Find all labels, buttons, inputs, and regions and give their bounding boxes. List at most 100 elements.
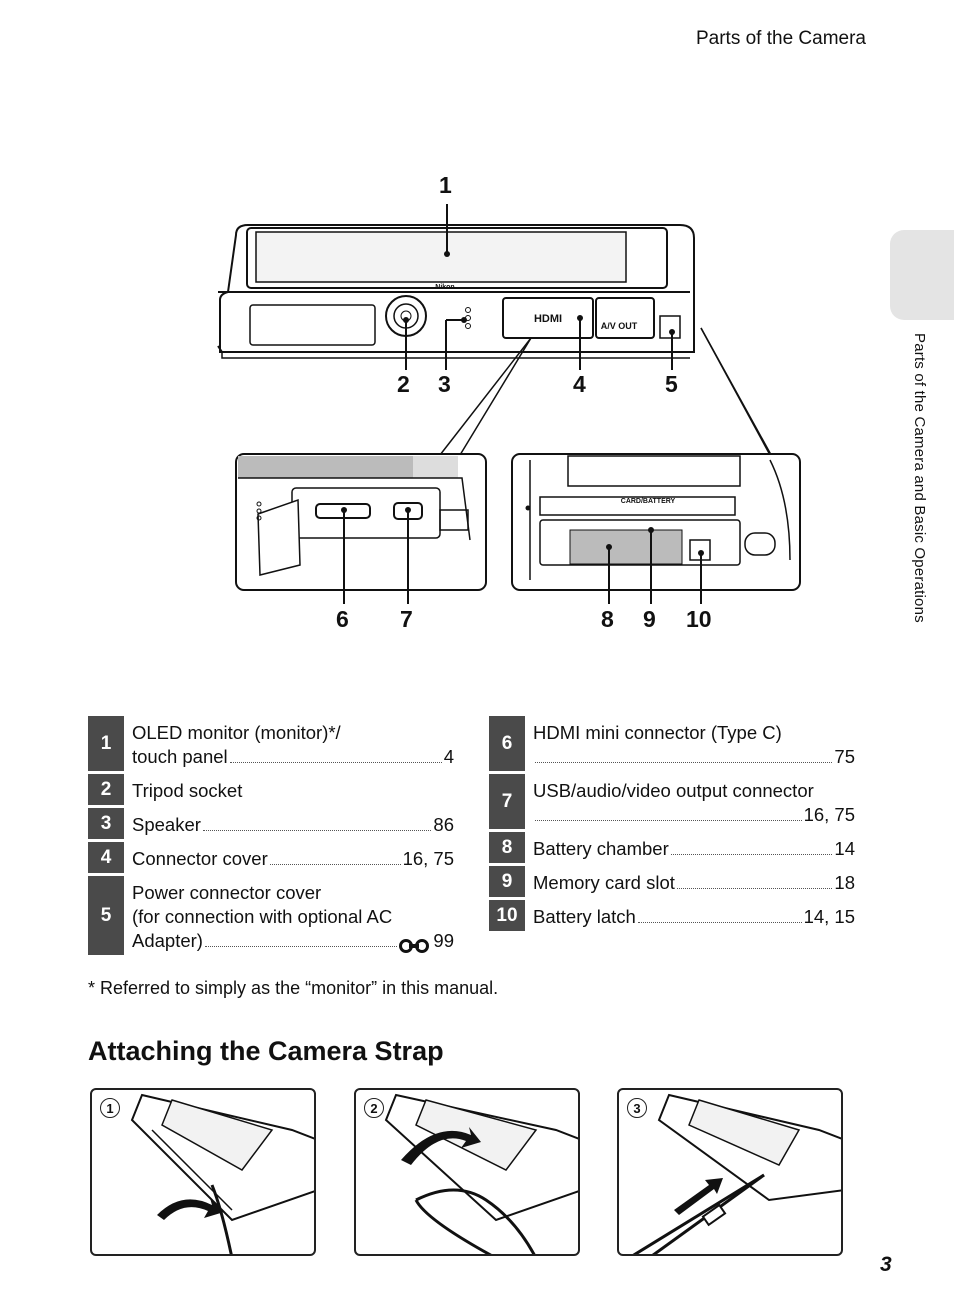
legend-label: Tripod socket [132,780,243,801]
legend-row: 5 Power connector cover (for connection wi… [88,876,454,958]
legend-text: HDMI mini connector (Type C) 75 [525,716,855,774]
legend-page-ref: 14, 15 [803,906,855,927]
legend-number: 1 [88,716,124,774]
legend-label: OLED monitor (monitor)*/ [132,722,341,743]
legend-line: 75 [533,745,855,769]
legend-label: Battery latch [533,906,636,927]
legend-label: (for connection with optional AC [132,906,393,927]
dot-leader [535,820,802,821]
legend-page-ref: 18 [834,872,855,893]
callout-7: 7 [400,606,413,632]
legend-text: Battery latch 14, 15 [525,900,855,934]
strap-step-3: 3 [617,1088,843,1256]
section-title: Attaching the Camera Strap [88,1036,444,1066]
legend-text: Tripod socket [124,774,454,808]
legend-label: USB/audio/video output connector [533,780,814,801]
card-battery-label: CARD/BATTERY [621,498,676,505]
legend-page-ref: 86 [433,814,454,835]
legend-text: USB/audio/video output connector 16, 75 [525,774,855,832]
dot-leader [229,762,442,763]
legend-page-ref: 16, 75 [803,804,855,825]
legend-line: (for connection with optional AC [132,905,454,929]
legend-text: Speaker 86 [124,808,454,842]
legend-page-ref: 75 [834,746,855,767]
legend-line: touch panel 4 [132,745,454,769]
legend-row: 10 Battery latch 14, 15 [489,900,855,934]
legend-line: Speaker 86 [132,813,454,837]
reference-section-icon [399,935,430,953]
legend-number: 2 [88,774,124,808]
strap-step-1: 1 [90,1088,316,1256]
dot-leader [204,946,398,947]
page-number: 3 [880,1253,892,1276]
legend-number: 8 [489,832,525,866]
legend-line: Power connector cover [132,881,454,905]
callout-4: 4 [573,371,586,397]
legend-number: 4 [88,842,124,876]
step-number: 2 [364,1098,384,1118]
strap-step-3-illustration [632,1093,841,1254]
brand-label: Nikon [435,284,454,291]
legend-label: HDMI mini connector (Type C) [533,722,782,743]
section-tab [890,230,954,320]
legend-number: 9 [489,866,525,900]
av-out-label: A/V OUT [601,321,638,331]
strap-step-2: 2 [354,1088,580,1256]
legend-row: 1 OLED monitor (monitor)*/ touch panel 4 [88,716,454,774]
legend-text: Power connector cover (for connection wit… [124,876,454,958]
legend-page-ref: 4 [443,746,454,767]
footnote: * Referred to simply as the “monitor” in… [88,978,499,998]
dot-leader [676,888,833,889]
dot-leader [670,854,833,855]
step-number: 3 [627,1098,647,1118]
legend-label: Memory card slot [533,872,675,893]
legend-page-ref: 99 [433,930,454,951]
strap-step-1-illustration [130,1093,314,1254]
legend-page-ref: 16, 75 [402,848,454,869]
legend-label: Adapter) [132,930,203,951]
callout-5: 5 [665,371,678,397]
legend-line: Memory card slot 18 [533,871,855,895]
legend-label: touch panel [132,746,228,767]
legend-text: Memory card slot 18 [525,866,855,900]
camera-bottom-view: HDMI A/V OUT Nikon CARD/BATTERY [217,204,801,604]
legend-line: Tripod socket [132,779,454,803]
legend-number: 10 [489,900,525,934]
legend-line: 16, 75 [533,803,855,827]
legend-text: OLED monitor (monitor)*/ touch panel 4 [124,716,454,774]
section-tab-label: Parts of the Camera and Basic Operations [911,333,928,623]
step-number: 1 [100,1098,120,1118]
legend-number: 3 [88,808,124,842]
legend-row: 3 Speaker 86 [88,808,454,842]
legend-line: Battery latch 14, 15 [533,905,855,929]
legend-page-ref: 14 [834,838,855,859]
legend-row: 9 Memory card slot 18 [489,866,855,900]
dot-leader [269,864,401,865]
callout-2: 2 [397,371,410,397]
legend-line: USB/audio/video output connector [533,779,855,803]
legend-line: OLED monitor (monitor)*/ [132,721,454,745]
camera-diagram: HDMI A/V OUT Nikon CARD/BATTERY 1 2 3 4 … [217,172,801,632]
legend-line: Adapter) 99 [132,929,454,953]
dot-leader [202,830,432,831]
legend-row: 2 Tripod socket [88,774,454,808]
callout-8: 8 [601,606,614,632]
legend-number: 5 [88,876,124,958]
legend-line: HDMI mini connector (Type C) [533,721,855,745]
callout-3: 3 [438,371,451,397]
callout-10: 10 [686,606,712,632]
legend-label: Power connector cover [132,882,322,903]
callout-9: 9 [643,606,656,632]
dot-leader [535,762,833,763]
legend-label: Speaker [132,814,201,835]
